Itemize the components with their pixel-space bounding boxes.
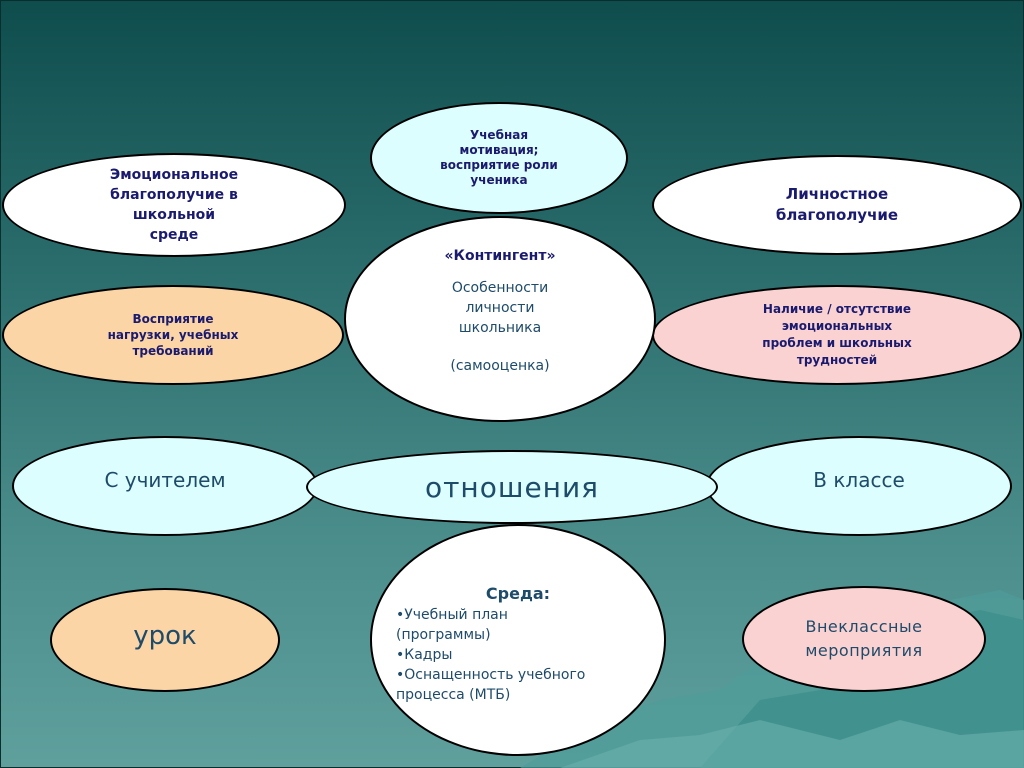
contingent-line-2: личности — [465, 300, 535, 316]
emotional-line-1: Эмоциональное — [109, 167, 239, 183]
lesson-ellipse: урок — [50, 588, 280, 692]
contingent-note: (самооценка) — [450, 358, 550, 374]
relations-label: отношения — [424, 470, 600, 504]
teacher-label: С учителем — [104, 468, 226, 492]
problems-line-4: трудностей — [796, 353, 878, 367]
emotional-line-2: благополучие в — [110, 187, 238, 203]
contingent-line-3: школьника — [458, 320, 542, 336]
environment-circle: Среда: •Учебный план (программы) •Кадры … — [370, 524, 666, 756]
motivation-line-2: мотивация; — [459, 143, 539, 157]
personal-line-2: благополучие — [775, 206, 899, 224]
contingent-title: «Контингент» — [444, 248, 556, 264]
contingent-circle: «Контингент» Особенности личности школьн… — [344, 216, 656, 422]
motivation-line-1: Учебная — [469, 128, 529, 142]
personal-wellbeing-ellipse: Личностное благополучие — [652, 155, 1022, 255]
classroom-ellipse: В классе — [706, 436, 1012, 536]
lesson-label: урок — [133, 621, 197, 651]
environment-item-4: •Оснащенность учебного — [396, 667, 586, 683]
perception-line-1: Восприятие — [132, 312, 214, 326]
problems-line-2: эмоциональных — [781, 319, 893, 333]
emotional-line-4: среде — [149, 227, 199, 243]
problems-ellipse: Наличие / отсутствие эмоциональных пробл… — [652, 285, 1022, 385]
relations-ellipse: отношения — [306, 450, 718, 524]
environment-item-5: процесса (МТБ) — [396, 687, 511, 703]
contingent-line-1: Особенности — [451, 280, 549, 296]
problems-line-3: проблем и школьных — [762, 336, 912, 350]
extracurricular-line-1: Внеклассные — [805, 617, 923, 636]
perception-ellipse: Восприятие нагрузки, учебных требований — [2, 285, 344, 385]
perception-line-2: нагрузки, учебных — [107, 328, 239, 342]
motivation-line-4: ученика — [470, 173, 528, 187]
environment-item-2: (программы) — [396, 627, 491, 643]
extracurricular-ellipse: Внеклассные мероприятия — [742, 586, 986, 692]
environment-item-1: •Учебный план — [396, 607, 508, 623]
motivation-line-3: восприятие роли — [440, 158, 558, 172]
motivation-ellipse: Учебная мотивация; восприятие роли учени… — [370, 102, 628, 214]
perception-line-3: требований — [132, 344, 214, 358]
environment-title: Среда: — [485, 584, 551, 603]
personal-line-1: Личностное — [785, 185, 889, 203]
problems-line-1: Наличие / отсутствие — [762, 302, 912, 316]
extracurricular-line-2: мероприятия — [805, 641, 923, 660]
teacher-ellipse: С учителем — [12, 436, 318, 536]
environment-item-3: •Кадры — [396, 647, 453, 663]
classroom-label: В классе — [813, 468, 905, 492]
emotional-wellbeing-ellipse: Эмоциональное благополучие в школьной ср… — [2, 153, 346, 257]
emotional-line-3: школьной — [132, 207, 216, 223]
